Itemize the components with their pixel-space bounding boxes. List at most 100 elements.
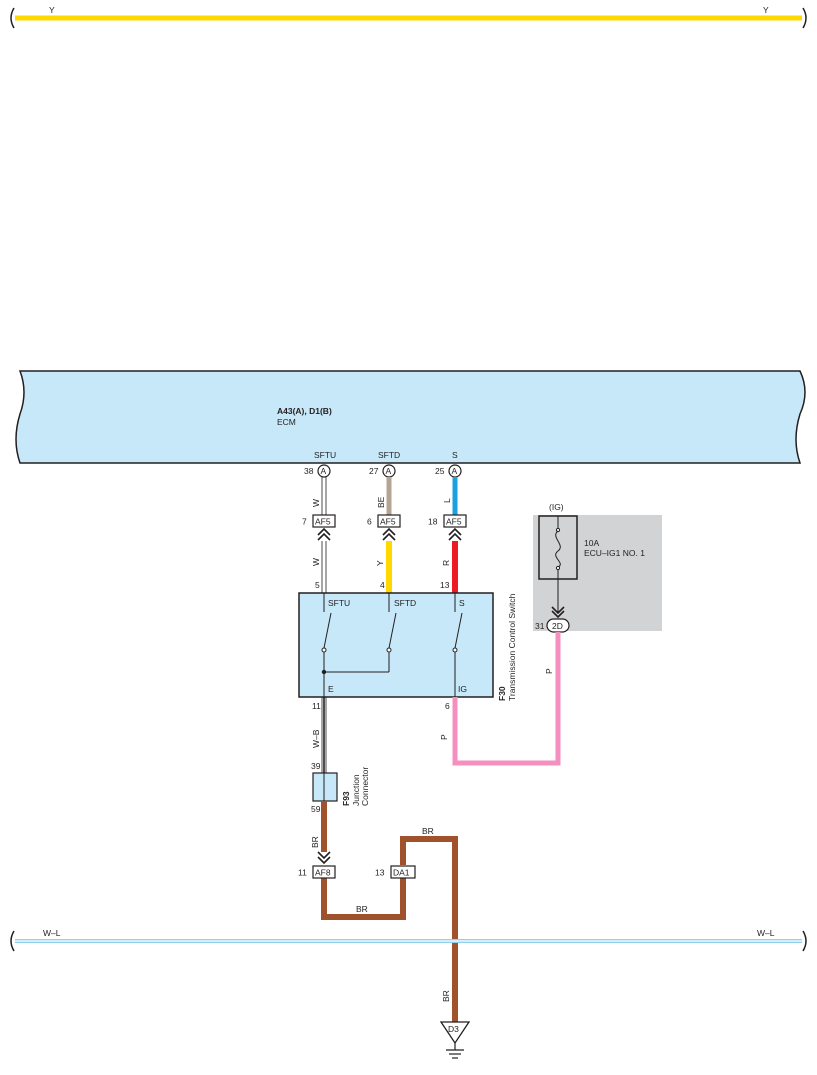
af5-label-3: AF5	[446, 517, 462, 527]
switch-label-e: E	[328, 684, 334, 694]
relay-chevron	[551, 606, 565, 615]
wire-label-br-top: BR	[422, 826, 434, 836]
wire-label-br-ground: BR	[441, 990, 451, 1002]
ground-icon	[446, 1043, 464, 1059]
ecm-name: ECM	[277, 417, 296, 427]
relay-pin: 31	[535, 621, 545, 631]
ecm-pins: SFTU SFTD S A 38 A 27 A 25	[304, 450, 462, 478]
bottom-bus: W–L W–L	[10, 928, 807, 952]
fuse-name: ECU–IG1 NO. 1	[584, 548, 645, 558]
top-bus: Y Y	[10, 5, 807, 29]
ecm-block: A43(A), D1(B) ECM	[15, 370, 806, 464]
relay-block: (IG) 10A ECU–IG1 NO. 1 2D 31	[533, 502, 662, 633]
af5-chevron-1	[317, 527, 331, 541]
af8-chevron	[317, 851, 331, 865]
ecm-pin-sftu-num: 38	[304, 466, 314, 476]
ecm-pin-label-sftd: SFTD	[378, 450, 400, 460]
switch-top-pin-1: 5	[315, 580, 320, 590]
ecm-pin-sftd-num: 27	[369, 466, 379, 476]
da1-label: DA1	[393, 868, 410, 878]
top-bus-left-label: Y	[49, 5, 55, 15]
wire-label-br-vert: BR	[310, 836, 320, 848]
switch-name: Transmission Control Switch	[507, 593, 517, 701]
relay-chevron-2	[551, 610, 565, 619]
transmission-control-switch: SFTU SFTD S E IG F30 Transmission Contr	[298, 592, 517, 701]
junction-pin-bottom: 59	[311, 804, 321, 814]
ecm-pin-s-num: 25	[435, 466, 445, 476]
switch-ig-pin: 6	[445, 701, 450, 711]
wire-label-w-upper: W	[311, 499, 321, 507]
da1-box	[390, 865, 416, 879]
relay-block-bg	[533, 515, 662, 631]
wire-label-br-bottom: BR	[356, 904, 368, 914]
ecm-pin-sftu-conn: A	[321, 466, 327, 476]
top-bus-right-cut	[802, 7, 807, 29]
wire-br-2	[321, 878, 406, 920]
bottom-bus-right-cut	[802, 930, 807, 952]
switch-e-pin: 11	[312, 701, 321, 711]
wire-label-p-right: P	[544, 668, 554, 674]
af8-label: AF8	[315, 868, 331, 878]
fuse-icon	[555, 530, 561, 568]
ecm-pin-label-sftu: SFTU	[314, 450, 336, 460]
ecm-codes: A43(A), D1(B)	[277, 406, 332, 416]
switch-label-sftu: SFTU	[328, 598, 350, 608]
switch-top-pin-2: 4	[380, 580, 385, 590]
wire-label-y: Y	[375, 560, 385, 566]
af5-pin-2: 6	[367, 517, 372, 527]
top-bus-left-cut	[10, 7, 15, 29]
relay-block-title: (IG)	[549, 502, 564, 512]
switch-label-ig: IG	[458, 684, 467, 694]
relay-conn-label: 2D	[552, 621, 563, 631]
switch-contacts	[321, 647, 458, 653]
ecm-pin-sftd-conn: A	[386, 466, 392, 476]
bottom-bus-left-label: W–L	[43, 928, 61, 938]
fuse-node-bottom	[555, 565, 561, 571]
br-wires: BR BR BR BR AF8 11 DA1 13	[298, 801, 458, 1023]
af8-pin: 11	[298, 868, 307, 878]
af5-box-3	[443, 514, 467, 528]
af5-box-1	[312, 514, 336, 528]
da1-pin: 13	[375, 868, 385, 878]
wire-p-path	[452, 632, 561, 766]
wire-label-w-mid: W	[311, 558, 321, 566]
bottom-bus-right-label: W–L	[757, 928, 775, 938]
switch-label-s: S	[459, 598, 465, 608]
wire-p: P P 11 6	[312, 632, 561, 766]
switch-junction-dot	[321, 669, 327, 675]
af5-chevron-2	[382, 527, 396, 541]
switch-code: F30	[497, 686, 507, 701]
ground-label: D3	[448, 1024, 459, 1034]
wires-middle: W Y R 5 4 13	[311, 541, 458, 593]
ground-d3: D3	[439, 1021, 471, 1059]
ecm-pin-sftu-circle	[317, 464, 331, 478]
af5-label-2: AF5	[380, 517, 396, 527]
top-bus-right-label: Y	[763, 5, 769, 15]
wire-br-3	[400, 836, 458, 1023]
junction-box	[312, 772, 338, 802]
af5-pin-3: 18	[428, 517, 438, 527]
switch-body	[298, 592, 494, 698]
fuse-rating: 10A	[584, 538, 599, 548]
wire-label-r: R	[441, 560, 451, 566]
wires-upper: W BE L	[311, 477, 458, 515]
af8-box	[312, 865, 336, 879]
wire-label-wb: W–B	[311, 729, 321, 748]
wire-label-l: L	[442, 498, 452, 503]
ground-triangle	[439, 1021, 471, 1045]
switch-top-pin-3: 13	[440, 580, 450, 590]
wire-label-p-left: P	[439, 734, 449, 740]
af5-label-1: AF5	[315, 517, 331, 527]
ecm-pin-label-s: S	[452, 450, 458, 460]
junction-name-2: Connector	[360, 767, 370, 806]
ecm-body	[15, 370, 806, 464]
wire-label-be: BE	[376, 496, 386, 508]
af5-connectors: AF5 7 AF5 6 AF5 18	[302, 514, 467, 541]
junction-pin-top: 39	[311, 761, 321, 771]
switch-label-sftd: SFTD	[394, 598, 416, 608]
junction-name-1: Junction	[351, 774, 361, 806]
junction-section: W–B 39 59 F93 Junction Connector	[311, 697, 370, 814]
af5-chevron-3	[448, 527, 462, 541]
bottom-bus-left-cut	[10, 930, 15, 952]
